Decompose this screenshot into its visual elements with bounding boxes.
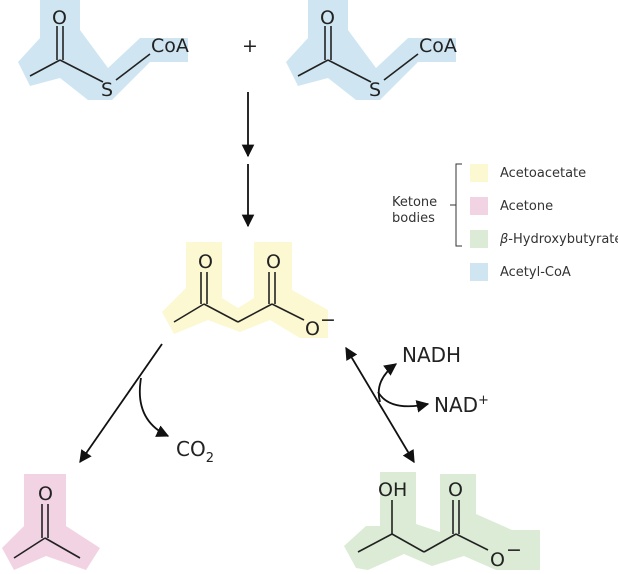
legend-swatch-acetone xyxy=(470,197,488,215)
legend-group-label-line1: Ketone xyxy=(392,195,437,210)
acetyl-coa-molecule-right: O S CoA xyxy=(286,0,457,101)
reversible-arrow xyxy=(345,346,415,464)
hydroxybutyrate-molecule: OH O O − xyxy=(344,472,540,571)
ketone-oxygen: O xyxy=(198,251,213,273)
hydroxybutyrate-highlight xyxy=(344,472,540,570)
coa-label: CoA xyxy=(151,35,189,57)
acetone-highlight xyxy=(2,474,100,570)
legend-label-acetoacetate: Acetoacetate xyxy=(500,166,586,181)
legend-swatch-hydroxybutyrate xyxy=(470,230,488,248)
negative-charge: − xyxy=(506,539,522,561)
acetyl-coa-highlight-left xyxy=(18,0,188,100)
legend-swatch-acetyl-coa xyxy=(470,263,488,281)
acetyl-coa-highlight-right xyxy=(286,0,456,100)
negative-charge: − xyxy=(320,309,336,331)
carbonyl-oxygen: O xyxy=(448,479,463,501)
co2-release-arrow xyxy=(139,377,170,437)
nad-plus-arrow xyxy=(377,391,430,413)
carboxylate-oxygen: O xyxy=(490,549,505,571)
decarboxylation-arrow xyxy=(79,343,163,464)
nadh-label: NADH xyxy=(402,343,461,367)
legend: Ketone bodies Acetoacetate Acetone β-Hyd… xyxy=(392,163,618,281)
legend-label-acetone: Acetone xyxy=(500,199,553,214)
acetoacetate-molecule: O O O − xyxy=(162,242,336,340)
co2-label: CO2 xyxy=(176,437,214,466)
nad-plus-label: NAD+ xyxy=(434,393,489,417)
legend-label-hydroxybutyrate: β-Hydroxybutyrate xyxy=(499,232,618,247)
sulfur-atom: S xyxy=(101,79,113,101)
acetone-molecule: O xyxy=(2,474,100,570)
acetone-oxygen: O xyxy=(38,483,53,505)
acetoacetate-highlight xyxy=(162,242,328,338)
oxygen-atom: O xyxy=(52,7,67,29)
nadh-arrow xyxy=(377,363,398,403)
legend-group-label-line2: bodies xyxy=(392,211,435,226)
legend-swatch-acetoacetate xyxy=(470,164,488,182)
legend-label-acetyl-coa: Acetyl-CoA xyxy=(500,265,571,280)
carbonyl-oxygen: O xyxy=(266,251,281,273)
acetyl-coa-molecule-left: O S CoA xyxy=(18,0,189,101)
hydroxyl-group: OH xyxy=(378,479,407,501)
plus-sign: + xyxy=(242,35,258,57)
legend-bracket xyxy=(450,163,462,247)
carboxylate-oxygen: O xyxy=(305,318,320,340)
sulfur-atom: S xyxy=(369,79,381,101)
oxygen-atom: O xyxy=(320,7,335,29)
coa-label: CoA xyxy=(419,35,457,57)
